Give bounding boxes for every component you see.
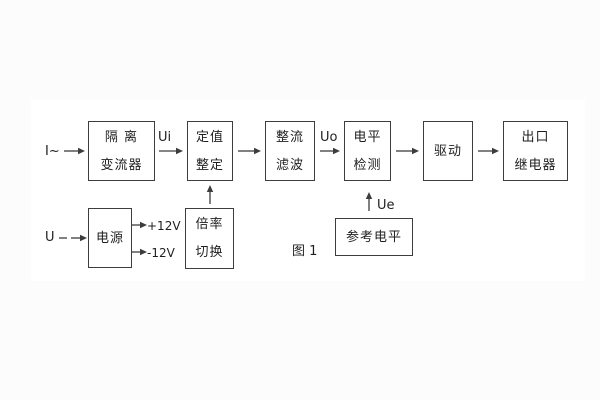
block-rectify-filter: 整流 滤波 [265,121,315,181]
block-setting-adjustment: 定值 整定 [187,121,233,181]
block-label: 定值 [195,129,224,145]
block-label: 驱动 [433,143,462,159]
block-output-relay: 出口 继电器 [503,121,568,181]
signal-label-ue: Ue [377,198,395,213]
block-label: 隔 离 [104,129,139,145]
arrow-plus-12v [132,221,147,229]
block-drive: 驱动 [423,121,473,181]
arrow-ui [159,147,183,155]
block-power-supply: 电源 [88,208,132,268]
signal-label-input-current: I~ [45,144,60,159]
block-label: 整流 [275,129,304,145]
arrow-level-to-drive [396,147,419,155]
arrow-ue [365,192,373,211]
block-label: 继电器 [514,157,557,173]
arrow-drive-to-relay [478,147,499,155]
arrow-minus-12v [132,248,147,256]
signal-label-uo: Uo [320,130,338,145]
block-label: 检测 [353,157,382,173]
arrow-input-current [64,147,85,155]
signal-label-input-voltage: U [45,230,55,245]
block-label: 倍率 [195,217,224,232]
block-reference-level: 参考电平 [335,218,413,256]
figure-caption: 图 1 [292,244,318,259]
block-label: 切换 [195,245,224,260]
signal-label-plus-12v: +12V [147,219,181,233]
signal-label-ui: Ui [158,130,172,145]
arrow-setting-to-rectify [238,147,261,155]
block-isolation-transformer: 隔 离 变流器 [88,121,155,181]
block-label: 整定 [195,157,224,173]
block-label: 参考电平 [345,229,402,245]
block-level-detection: 电平 检测 [344,121,391,181]
signal-label-minus-12v: -12V [147,246,175,260]
block-label: 电源 [95,230,124,246]
arrow-input-voltage [59,234,87,242]
arrow-ratio-to-setting [206,185,214,204]
block-label: 滤波 [275,157,304,173]
block-label: 变流器 [100,157,143,173]
block-label: 电平 [353,129,382,145]
block-label: 出口 [521,129,550,145]
block-ratio-switch: 倍率 切换 [185,208,234,269]
arrow-uo [320,147,340,155]
